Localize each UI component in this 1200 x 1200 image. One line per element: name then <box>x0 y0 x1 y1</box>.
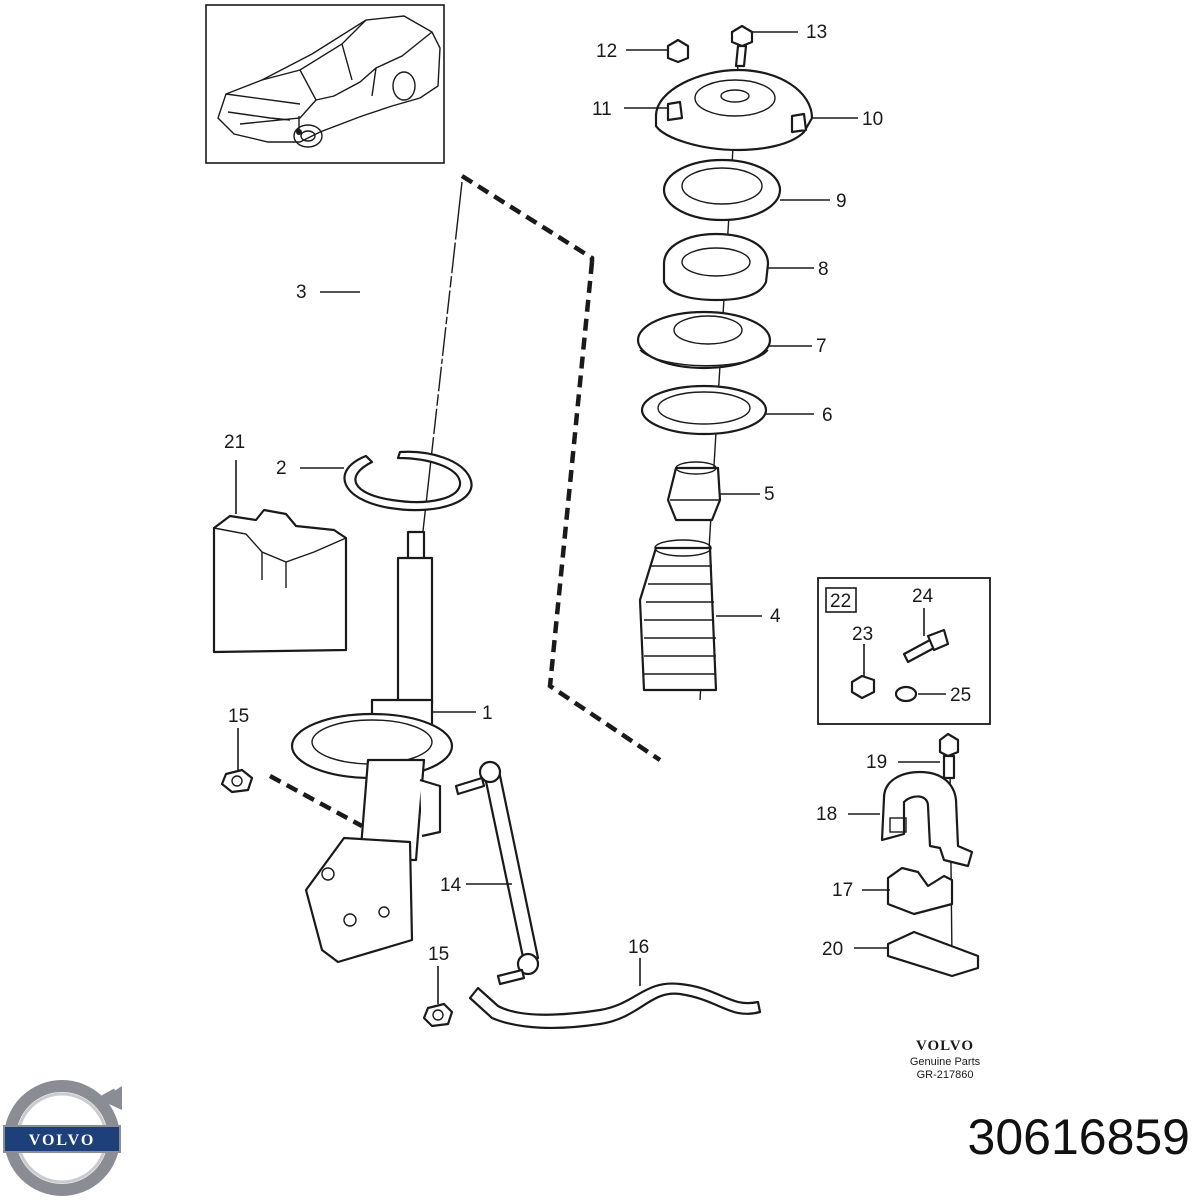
clamp-18 <box>880 770 974 868</box>
callout-14: 14 <box>440 875 462 896</box>
brand-wordmark: VOLVO <box>915 1038 975 1054</box>
volvo-genuine-parts-block: VOLVO Genuine Parts GR-217860 <box>900 1038 990 1081</box>
callout-22: 22 <box>830 591 851 612</box>
coil-spring <box>340 239 522 438</box>
strut-assembly <box>290 530 454 964</box>
volvo-logo: VOLVO <box>3 1080 122 1196</box>
nut-15-lower <box>422 1002 454 1028</box>
callout-13: 13 <box>806 22 827 43</box>
callout-16: 16 <box>628 937 649 958</box>
leader-lines <box>235 31 946 1004</box>
bump-stop-5 <box>666 461 722 522</box>
callout-5: 5 <box>764 484 775 505</box>
logo-wordmark: VOLVO <box>29 1132 96 1149</box>
callout-24: 24 <box>912 586 934 607</box>
insulator-7 <box>636 310 772 370</box>
callout-7: 7 <box>816 336 827 357</box>
nut-12 <box>666 38 690 64</box>
callout-12: 12 <box>596 41 617 62</box>
callout-10: 10 <box>862 109 883 130</box>
assembly-dashed-line-right <box>547 261 662 762</box>
part-number: 30616859 <box>967 1109 1190 1165</box>
callout-21: 21 <box>224 432 245 453</box>
callout-19: 19 <box>866 752 887 773</box>
callout-11: 11 <box>592 99 612 120</box>
bearing-9 <box>662 158 782 222</box>
dust-boot-4 <box>638 539 718 692</box>
plate-20 <box>886 930 980 978</box>
nut-13 <box>730 24 754 68</box>
callout-23: 23 <box>852 624 873 645</box>
callout-18: 18 <box>816 804 837 825</box>
kit-box-22 <box>817 577 991 725</box>
callouts: 1 2 3 4 5 6 7 8 9 10 11 12 13 14 15 15 1… <box>224 22 971 965</box>
vehicle-inset <box>205 4 445 164</box>
spring-seat <box>343 450 473 512</box>
brand-subtitle: Genuine Parts <box>909 1056 981 1068</box>
callout-20: 20 <box>822 939 843 960</box>
callout-2: 2 <box>276 458 287 479</box>
bolt-19 <box>938 732 960 780</box>
callout-6: 6 <box>822 405 833 426</box>
callout-9: 9 <box>836 191 847 212</box>
callout-17: 17 <box>832 880 853 901</box>
bushing-17 <box>886 866 954 916</box>
callout-25: 25 <box>950 685 971 706</box>
upper-spring-seat-8 <box>662 232 770 302</box>
diagram-reference: GR-217860 <box>916 1069 974 1081</box>
gasket-6 <box>640 384 768 436</box>
assembly-dashed-line-lower <box>268 774 364 828</box>
callout-8: 8 <box>818 259 829 280</box>
callout-3: 3 <box>296 282 307 303</box>
callout-15-lower: 15 <box>428 944 449 965</box>
stabilizer-bar <box>468 982 762 1029</box>
callout-4: 4 <box>770 606 781 627</box>
bump-stop-21 <box>212 508 348 654</box>
callout-15-upper: 15 <box>228 706 249 727</box>
callout-1: 1 <box>482 703 493 724</box>
stabilizer-link <box>454 760 540 986</box>
assembly-dashed-line-upper <box>460 174 595 262</box>
top-mount <box>654 68 814 152</box>
nut-15-upper <box>220 768 254 794</box>
